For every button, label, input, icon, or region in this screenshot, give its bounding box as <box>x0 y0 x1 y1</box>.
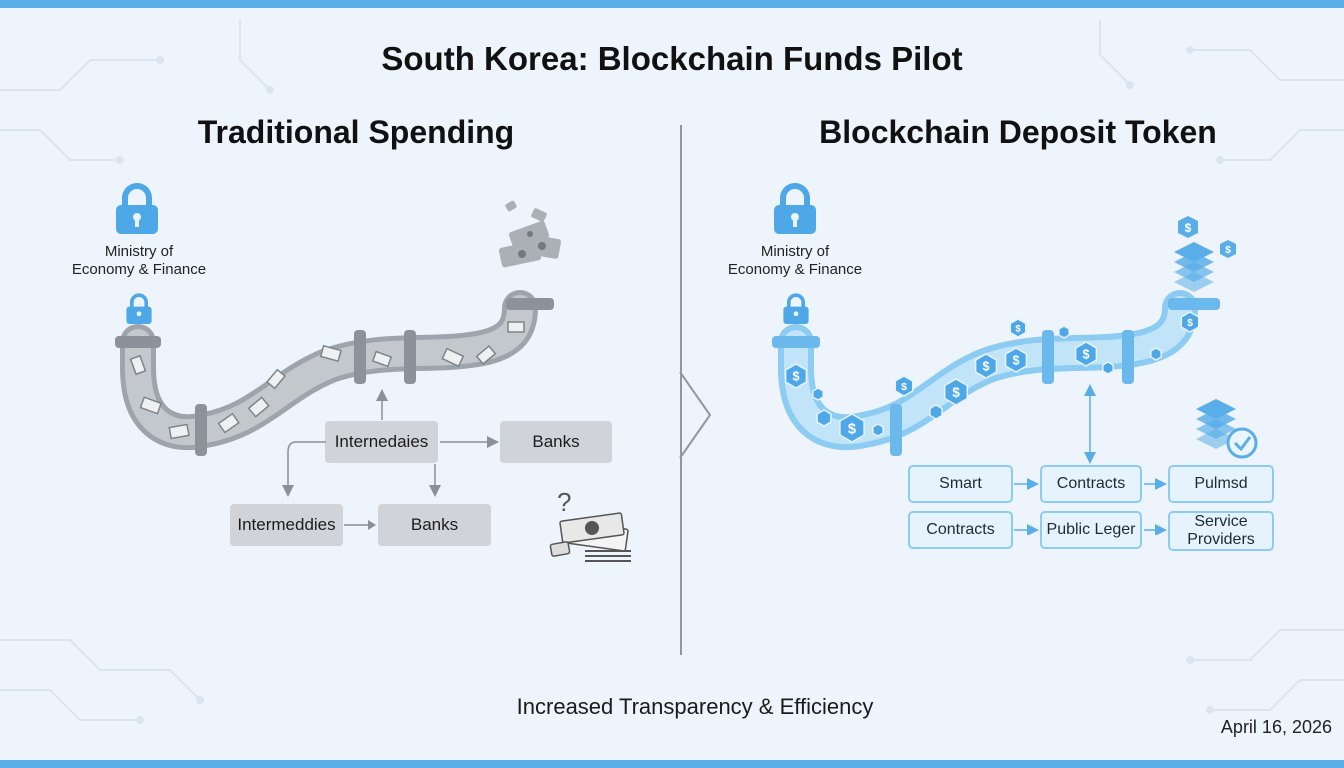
intermediaries-box-top: Internedaies <box>325 421 438 463</box>
svg-text:$: $ <box>792 370 799 384</box>
ledger-stack-icon <box>1196 399 1258 459</box>
svg-text:$: $ <box>1012 354 1019 368</box>
svg-text:$: $ <box>982 360 989 374</box>
intermediaries-box-bottom: Intermeddies <box>230 504 343 546</box>
token-icon <box>929 404 943 420</box>
lock-icon <box>774 183 816 234</box>
arrow-icon <box>282 441 326 497</box>
blockchain-flow-arrows <box>1014 384 1167 535</box>
token-icon <box>812 387 824 401</box>
arrow-icon <box>344 520 376 530</box>
token-icon <box>1058 325 1070 339</box>
bottom-accent-bar <box>0 760 1344 768</box>
svg-text:$: $ <box>848 421 856 437</box>
cash-icon <box>498 200 561 268</box>
lock-icon <box>126 293 152 324</box>
token-icon <box>1102 361 1114 375</box>
chevron-right-icon <box>679 371 712 459</box>
token-icon <box>872 423 884 437</box>
ministry-label-line1: Ministry of <box>760 243 830 260</box>
traditional-flow-arrows <box>282 389 499 497</box>
cash-icon: ? <box>549 487 631 562</box>
ministry-label-line2: Economy & Finance <box>71 261 207 278</box>
blockchain-token-title: Blockchain Deposit Token <box>819 114 1217 150</box>
svg-text:$: $ <box>1015 323 1021 334</box>
contracts-box-top: Contracts <box>1040 465 1142 503</box>
traditional-spending-title: Traditional Spending <box>197 114 515 150</box>
token-cluster: $ $ $ $ $ $ $ $ $ <box>784 311 1200 443</box>
token-icon: $ <box>1009 318 1027 338</box>
date-label: April 16, 2026 <box>1220 717 1332 737</box>
footer-caption: Increased Transparency & Efficiency <box>516 694 874 719</box>
banks-box-top: Banks <box>500 421 612 463</box>
pulmsd-box: Pulmsd <box>1168 465 1274 503</box>
token-icon: $ <box>1004 347 1028 373</box>
token-icon <box>1150 347 1162 361</box>
token-symbol: $ <box>1185 221 1192 235</box>
contracts-box-bottom: Contracts <box>908 511 1013 549</box>
question-mark: ? <box>557 487 571 517</box>
service-providers-box: Service Providers <box>1168 511 1274 551</box>
ministry-label-left: Ministry of Economy & Finance <box>54 243 224 279</box>
panel-divider <box>680 125 682 655</box>
page-title: South Korea: Blockchain Funds Pilot <box>381 40 963 77</box>
token-icon: $ <box>943 378 969 406</box>
check-icon <box>1226 427 1258 459</box>
token-icon: $ <box>974 353 998 379</box>
public-ledger-box: Public Leger <box>1040 511 1142 549</box>
ministry-label-right: Ministry of Economy & Finance <box>710 243 880 279</box>
ledger-stack-icon: $ $ <box>1174 216 1236 292</box>
ministry-label-line2: Economy & Finance <box>727 261 863 278</box>
top-accent-bar <box>0 0 1344 8</box>
banks-box-bottom: Banks <box>378 504 491 546</box>
token-icon <box>816 409 832 427</box>
token-symbol: $ <box>1225 245 1231 256</box>
lock-icon <box>783 293 809 324</box>
lock-icon <box>116 183 158 234</box>
svg-text:$: $ <box>1187 317 1193 329</box>
token-icon: $ <box>1074 341 1098 367</box>
svg-text:$: $ <box>901 381 907 393</box>
svg-text:$: $ <box>952 385 960 400</box>
token-icon: $ <box>784 363 808 389</box>
token-icon: $ <box>839 413 865 443</box>
ministry-label-line1: Ministry of <box>104 243 174 260</box>
smart-box: Smart <box>908 465 1013 503</box>
token-icon: $ <box>894 375 914 397</box>
token-icon: $ <box>1180 311 1200 333</box>
svg-text:$: $ <box>1082 348 1089 362</box>
traditional-pipe <box>115 290 554 456</box>
